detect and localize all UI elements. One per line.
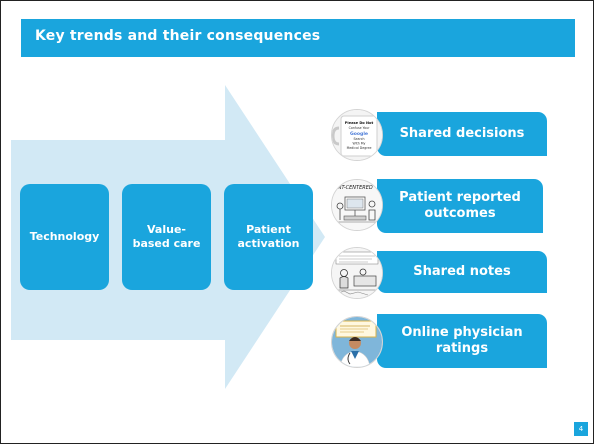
mug-text: Confuse Your — [349, 126, 370, 130]
mug-text: Please Do Not — [345, 121, 374, 125]
trend-box-technology: Technology — [20, 184, 109, 290]
trend-label: Patient activation — [237, 223, 300, 250]
mug-text: Search — [354, 137, 365, 141]
doctor-icon — [331, 316, 383, 368]
title-bar: Key trends and their consequences — [21, 19, 575, 57]
consequence-shared-notes: Shared notes — [377, 251, 547, 293]
consequence-patient-reported-outcomes: Patient reported outcomes — [377, 179, 543, 233]
trend-box-value-based-care: Value- based care — [122, 184, 211, 290]
consequence-label: Online physician ratings — [401, 325, 523, 356]
mug-text: Medical Degree — [347, 146, 372, 150]
trend-box-patient-activation: Patient activation — [224, 184, 313, 290]
consequence-label: Shared decisions — [399, 126, 525, 142]
consequence-label: Patient reported outcomes — [399, 190, 521, 221]
page-number-label: 4 — [578, 425, 584, 433]
cartoon-icon — [331, 247, 383, 299]
slide-title: Key trends and their consequences — [35, 28, 321, 44]
trend-label: Value- based care — [132, 223, 201, 250]
mug-icon: Please Do Not Confuse Your Google Search… — [331, 109, 383, 161]
page-number: 4 — [574, 422, 588, 436]
cartoon-icon: ...NT-CENTERED — [331, 179, 383, 231]
consequence-label: Shared notes — [413, 264, 511, 280]
mug-text: With My — [353, 142, 366, 146]
consequence-online-physician-ratings: Online physician ratings — [377, 314, 547, 368]
mug-text-google: Google — [350, 131, 368, 137]
cartoon-caption: ...NT-CENTERED — [333, 185, 373, 191]
consequence-shared-decisions: Shared decisions — [377, 112, 547, 156]
trend-label: Technology — [29, 230, 100, 244]
